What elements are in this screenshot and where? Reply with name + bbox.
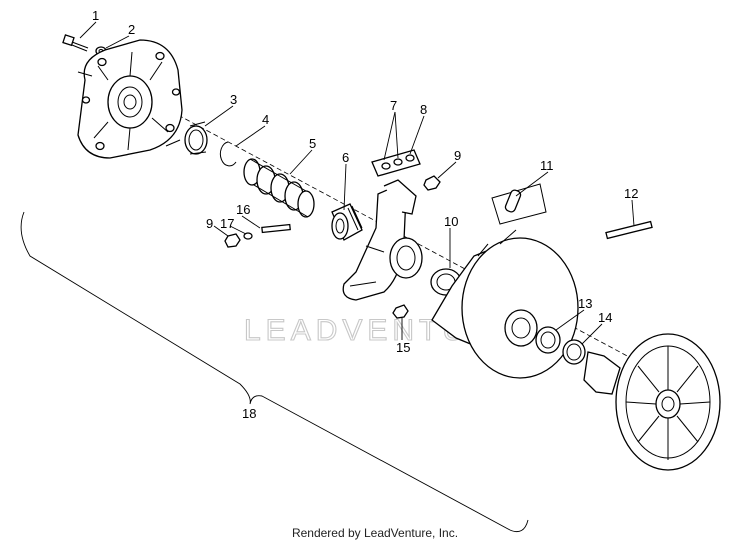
callout-4: 4 — [262, 112, 269, 127]
bracket-clip[interactable] — [491, 183, 547, 225]
leader-lines — [79, 21, 635, 345]
nut-left[interactable] — [224, 233, 241, 248]
callout-10: 10 — [444, 214, 458, 229]
snap-ring[interactable] — [219, 141, 237, 167]
callout-15: 15 — [396, 340, 410, 355]
bracket-18 — [20, 211, 529, 533]
shim-bracket[interactable] — [371, 149, 421, 177]
bolt[interactable] — [62, 34, 89, 52]
callout-8: 8 — [420, 102, 427, 117]
callout-2: 2 — [128, 22, 135, 37]
callout-6: 6 — [342, 150, 349, 165]
nut-right[interactable] — [423, 175, 441, 191]
callout-12: 12 — [624, 186, 638, 201]
callout-14: 14 — [598, 310, 612, 325]
small-nut[interactable] — [392, 304, 409, 319]
cover-plate[interactable] — [77, 39, 183, 159]
bearing-ring[interactable] — [535, 326, 561, 354]
roller-arm[interactable] — [342, 179, 423, 301]
o-ring[interactable] — [562, 339, 586, 365]
callout-16: 16 — [236, 202, 250, 217]
callout-7: 7 — [390, 98, 397, 113]
callout-1: 1 — [92, 8, 99, 23]
rod[interactable] — [605, 220, 653, 240]
callout-3: 3 — [230, 92, 237, 107]
callout-18: 18 — [242, 406, 256, 421]
callouts: 1 2 3 4 5 6 7 8 9 9 10 11 12 13 14 15 16… — [92, 8, 638, 421]
sheave[interactable] — [431, 229, 579, 379]
callout-17: 17 — [220, 216, 234, 231]
spring[interactable] — [243, 158, 315, 218]
footer-credit: Rendered by LeadVenture, Inc. — [291, 526, 459, 540]
callout-11: 11 — [540, 158, 554, 173]
callout-13: 13 — [578, 296, 592, 311]
callout-9-left: 9 — [206, 216, 213, 231]
bushing[interactable] — [184, 121, 208, 155]
small-washer[interactable] — [243, 232, 253, 240]
fixed-sheave[interactable] — [583, 333, 721, 471]
callout-9-right: 9 — [454, 148, 461, 163]
callout-5: 5 — [309, 136, 316, 151]
roller-sleeve[interactable] — [331, 203, 363, 241]
pin[interactable] — [261, 223, 291, 234]
assembly-axis — [149, 99, 701, 396]
